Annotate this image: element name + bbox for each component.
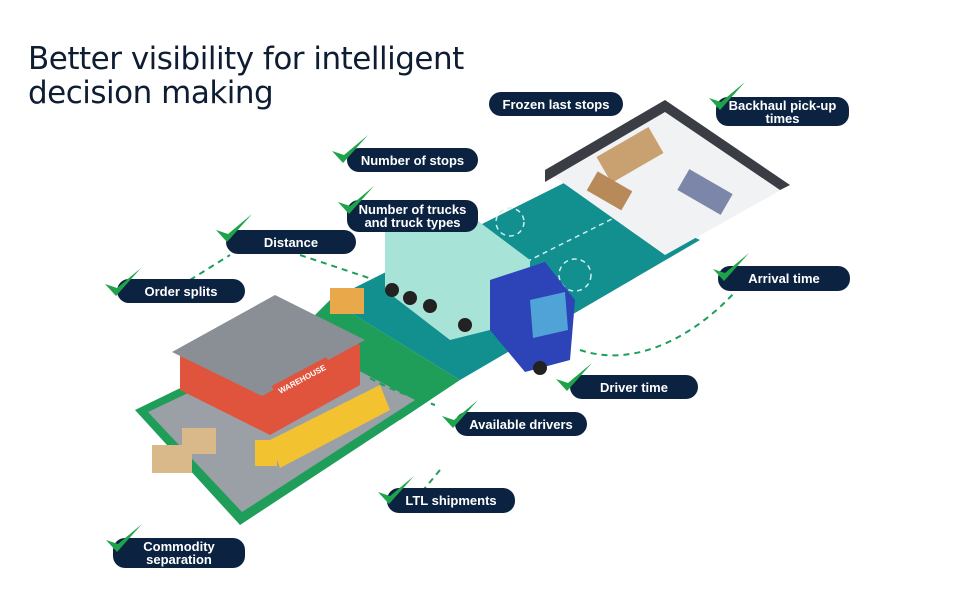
label-driver-time: Driver time bbox=[570, 375, 698, 399]
check-icon bbox=[556, 363, 592, 391]
label-commodity-separation: Commodity separation bbox=[113, 538, 245, 568]
label-number-of-trucks: Number of trucks and truck types bbox=[347, 200, 478, 232]
label-available-drivers: Available drivers bbox=[455, 412, 587, 436]
label-ltl-shipments: LTL shipments bbox=[387, 488, 515, 513]
check-icon bbox=[332, 135, 368, 163]
check-icon bbox=[106, 524, 142, 552]
label-arrival-time: Arrival time bbox=[718, 266, 850, 291]
label-number-of-stops: Number of stops bbox=[347, 148, 478, 172]
check-icon bbox=[216, 214, 252, 242]
warehouse-sign bbox=[271, 356, 333, 399]
check-icon bbox=[378, 476, 414, 504]
label-distance: Distance bbox=[226, 230, 356, 254]
road-markings bbox=[429, 207, 621, 311]
check-icon bbox=[105, 268, 141, 296]
label-order-splits: Order splits bbox=[117, 279, 245, 303]
connector-lines bbox=[189, 254, 736, 501]
warehouse-roof bbox=[172, 295, 365, 396]
yellow-truck bbox=[270, 385, 390, 468]
truck-wheels bbox=[385, 283, 547, 375]
check-icon bbox=[338, 186, 374, 214]
label-frozen-last-stops: Frozen last stops bbox=[489, 92, 623, 116]
check-icon bbox=[442, 400, 478, 428]
label-backhaul: Backhaul pick-up times bbox=[716, 97, 849, 126]
check-icon bbox=[713, 253, 749, 281]
check-icon bbox=[709, 82, 745, 110]
page-title: Better visibility for intelligent decisi… bbox=[28, 41, 464, 111]
